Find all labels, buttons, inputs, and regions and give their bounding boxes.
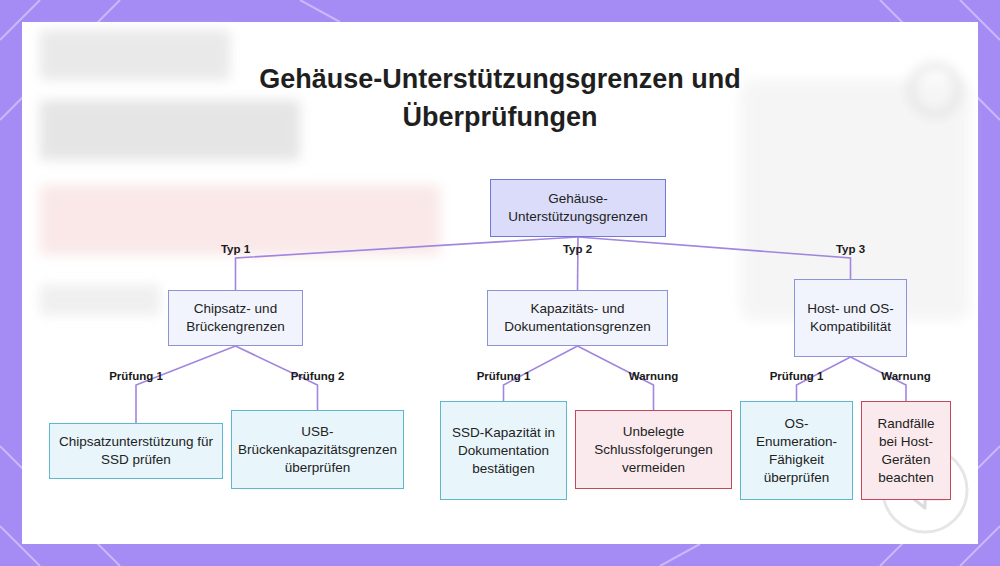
check-box: Chipsatzunterstützung für SSD prüfen [49,423,223,479]
edge-label: Warnung [881,370,930,382]
blurred-backdrop [40,30,970,320]
edge-label: Prüfung 1 [477,370,531,382]
warning-box: Unbelegte Schlussfolgerungen vermeiden [575,410,732,489]
node-text: SSD-Kapazität in Dokumentation bestätige… [446,424,561,478]
edge-label: Typ 2 [563,243,592,255]
category-box: Chipsatz- und Brückengrenzen [168,290,303,346]
blurred-shape [40,185,440,255]
check-box: SSD-Kapazität in Dokumentation bestätige… [440,401,567,500]
node-text: Host- und OS-Kompatibilität [800,300,901,336]
blurred-shape [911,66,959,114]
check-box: OS-Enumeration-Fähigkeit überprüfen [740,401,853,500]
root-box: Gehäuse-Unterstützungsgrenzen [490,179,666,237]
check-box: USB-Brückenkapazitätsgrenzen überprüfen [231,410,404,489]
edge-label: Typ 1 [221,243,250,255]
edge-label: Warnung [629,370,678,382]
node-text: Randfälle bei Host-Geräten beachten [867,415,945,487]
node-text: USB-Brückenkapazitätsgrenzen überprüfen [237,423,398,477]
category-box: Host- und OS-Kompatibilität [794,279,907,357]
edge-label: Typ 3 [836,243,865,255]
node-text: Chipsatz- und Brückengrenzen [174,300,297,336]
node-text: Gehäuse-Unterstützungsgrenzen [496,190,660,226]
connector [578,237,851,279]
node-text: Kapazitäts- und Dokumentationsgrenzen [493,300,662,336]
blurred-shape [40,100,300,160]
frame-line [660,544,700,566]
connector [136,346,236,423]
node-text: Chipsatzunterstützung für SSD prüfen [55,433,217,469]
edge-label: Prüfung 1 [770,370,824,382]
diagram-title: Gehäuse-Unterstützungsgrenzen und Überpr… [170,60,830,136]
category-box: Kapazitäts- und Dokumentationsgrenzen [487,290,668,346]
node-text: Unbelegte Schlussfolgerungen vermeiden [581,423,726,477]
blurred-shape [40,30,230,80]
warning-box: Randfälle bei Host-Geräten beachten [861,401,951,500]
blurred-shape [40,285,160,315]
node-text: OS-Enumeration-Fähigkeit überprüfen [746,415,847,487]
frame-line [300,0,340,22]
connector [236,237,579,290]
edge-label: Prüfung 2 [291,370,345,382]
edge-label: Prüfung 1 [109,370,163,382]
card [22,22,978,544]
